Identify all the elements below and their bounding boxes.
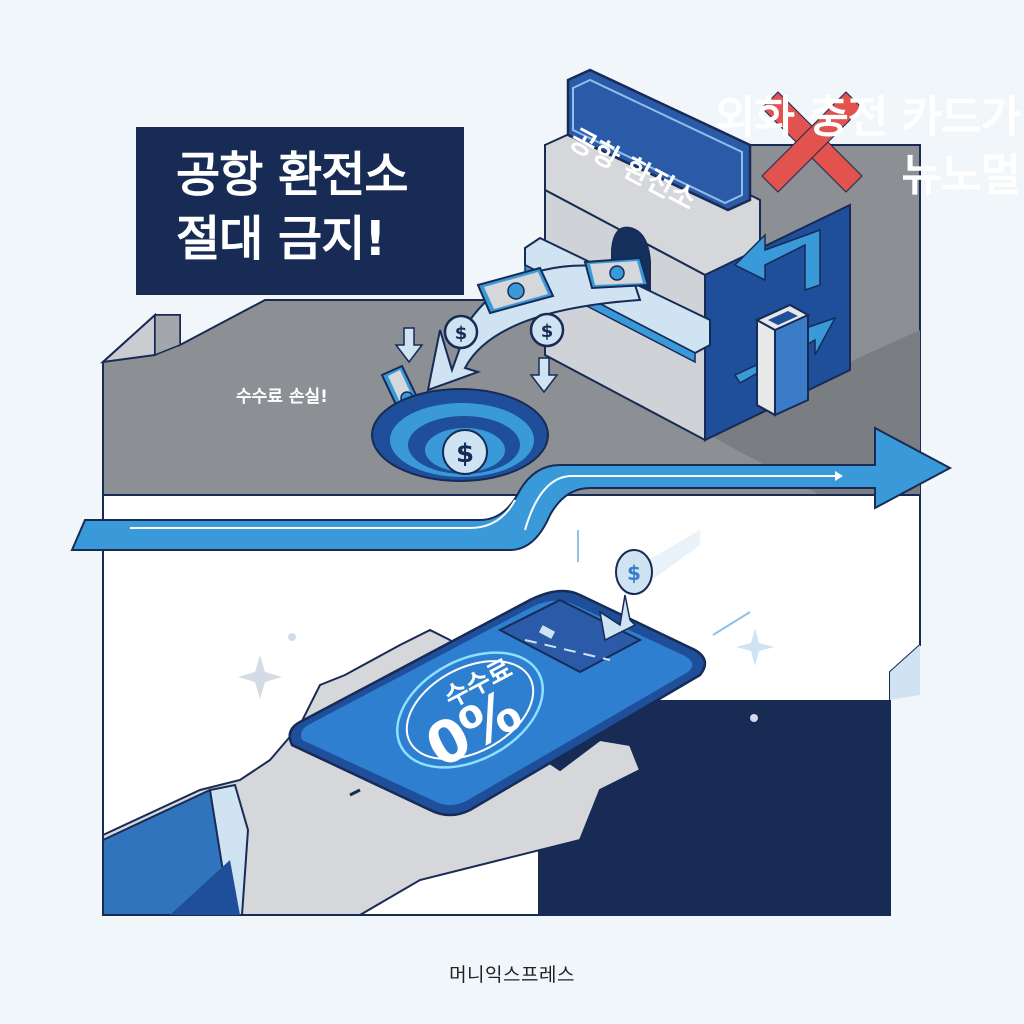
- bottom-headline: 외화 충전 카드가 뉴노멀: [0, 0, 1021, 215]
- bottom-headline-line-1: 외화 충전 카드가: [715, 92, 1021, 143]
- dollar-coin-icon: $: [443, 314, 479, 350]
- svg-text:$: $: [455, 323, 468, 344]
- red-x-icon: [761, 91, 863, 193]
- dollar-coin-icon: $: [529, 312, 565, 348]
- kiosk-icon: [754, 303, 811, 417]
- down-arrow-icon: [529, 357, 559, 394]
- smartphone-icon: [288, 589, 707, 817]
- svg-text:$: $: [456, 439, 474, 469]
- booth-sign: [566, 68, 752, 212]
- down-arrow-icon: [394, 327, 424, 364]
- swirl-drain-icon: $: [371, 388, 549, 482]
- right-arrow-icon: [70, 426, 953, 551]
- top-headline-line-2: 절대 금지!: [176, 211, 386, 267]
- banknote-icon: [583, 256, 650, 290]
- fee-loss-label: 수수료 손실!: [236, 387, 328, 407]
- brand-footer: 머니익스프레스: [449, 964, 575, 986]
- bottom-headline-line-2: 뉴노멀: [901, 150, 1021, 201]
- credit-card-icon: [497, 598, 643, 674]
- top-headline: 공항 환전소 절대 금지!: [136, 127, 464, 295]
- top-headline-line-1: 공항 환전소: [176, 147, 409, 203]
- svg-text:$: $: [627, 561, 641, 585]
- svg-text:$: $: [541, 321, 554, 342]
- banknote-icon: [476, 266, 555, 315]
- sparkle-icon: [238, 530, 774, 722]
- dollar-coin-icon: $: [598, 530, 700, 642]
- money-flow-arrow: [426, 264, 642, 392]
